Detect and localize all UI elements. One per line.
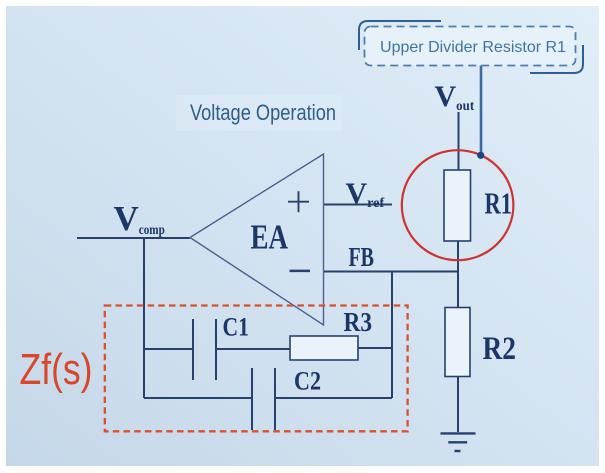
svg-text:EA: EA bbox=[251, 218, 289, 257]
svg-text:R2: R2 bbox=[483, 331, 517, 367]
svg-text:Upper Divider Resistor R1: Upper Divider Resistor R1 bbox=[380, 39, 566, 56]
svg-text:C2: C2 bbox=[294, 367, 321, 396]
svg-text:FB: FB bbox=[349, 242, 375, 272]
svg-text:R3: R3 bbox=[344, 307, 373, 337]
svg-text:C1: C1 bbox=[223, 313, 250, 342]
svg-text:Voltage Operation: Voltage Operation bbox=[190, 100, 336, 125]
svg-text:R1: R1 bbox=[485, 186, 513, 221]
svg-text:Zf(s): Zf(s) bbox=[20, 345, 93, 394]
